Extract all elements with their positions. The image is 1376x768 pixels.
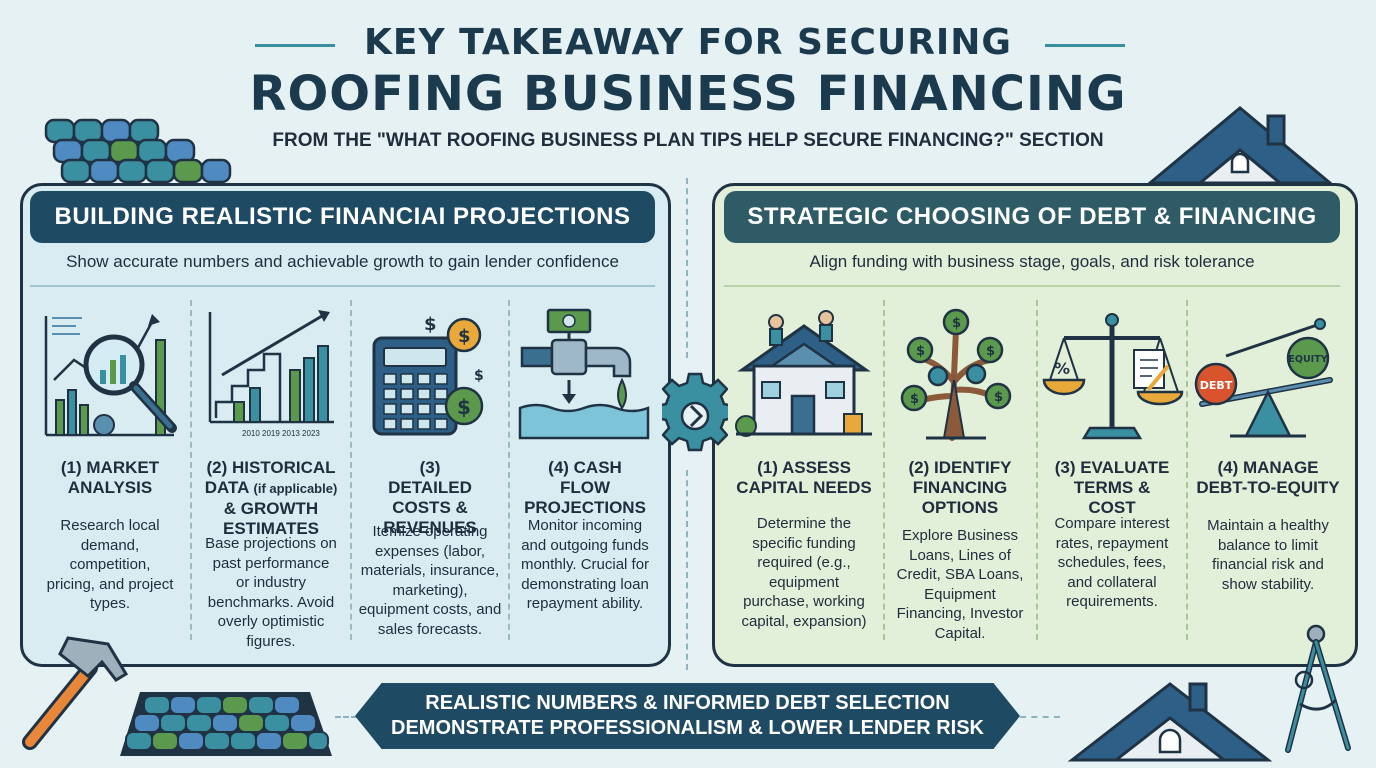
left-item-cash-flow: (4) CASH FLOW PROJECTIONS Monitor incomi… xyxy=(512,300,658,645)
heading-part: & GROWTH xyxy=(223,499,319,518)
heading-part: ESTIMATES xyxy=(222,519,320,538)
roof-shingles-illustration xyxy=(44,118,232,184)
item-heading: (3) EVALUATE TERMS & COST xyxy=(1054,458,1170,517)
left-item-historical-data: 2010 2019 2013 2023 (2) HISTORICAL DATA … xyxy=(194,300,348,650)
heading-part: DATA xyxy=(204,478,249,497)
title-line-2: ROOFING BUSINESS FINANCING xyxy=(249,66,1127,122)
debt-label: DEBT xyxy=(1200,379,1233,392)
equity-label: EQUITY xyxy=(1288,354,1327,365)
bottom-dash-left xyxy=(335,716,357,718)
left-panel-banner: BUILDING REALISTIC FINANCIAI PROJECTIONS xyxy=(30,191,655,243)
bottom-line-2: DEMONSTRATE PROFESSIONALISM & LOWER LEND… xyxy=(391,717,984,739)
right-panel-intro: Align funding with business stage, goals… xyxy=(809,252,1255,271)
title-line-1: KEY TAKEAWAY FOR SECURING xyxy=(364,22,1012,63)
money-tree-icon: $ $ $ $ $ xyxy=(900,308,1012,441)
item-description: Monitor incoming and outgoing funds mont… xyxy=(520,517,650,612)
item-description: Explore Business Loans, Lines of Credit,… xyxy=(896,527,1024,642)
house-roofers-icon xyxy=(735,310,872,437)
roof-shingles-illustration xyxy=(120,692,332,756)
center-divider xyxy=(686,470,688,670)
right-item-identify-options: $ $ $ $ $ (2) IDENTIFY FINANCING OPTIONS… xyxy=(886,300,1034,645)
house-illustration-bottom xyxy=(1067,682,1273,762)
column-divider xyxy=(1186,300,1188,640)
dollar-symbol: $ xyxy=(424,314,437,335)
dollar-symbol: $ xyxy=(458,326,471,347)
left-item-detailed-costs: $ $ $ $ (3) DETAILED COSTS & REVENUES It… xyxy=(354,300,506,645)
years-axis-label: 2010 2019 2013 2023 xyxy=(242,429,320,438)
growth-stairs-chart-icon: 2010 2019 2013 2023 xyxy=(208,310,334,438)
center-divider xyxy=(686,178,688,358)
item-heading: (4) CASH FLOW PROJECTIONS xyxy=(524,458,646,517)
column-divider xyxy=(883,300,885,640)
market-analysis-magnifier-icon xyxy=(44,314,177,437)
item-heading: (3) DETAILED COSTS & REVENUES xyxy=(383,458,477,537)
heading-part: DATA (if applicable) xyxy=(194,478,348,499)
column-divider xyxy=(508,300,510,640)
heading-part: (if applicable) xyxy=(253,481,338,496)
dollar-symbol: $ xyxy=(474,368,484,384)
item-description: Determine the specific funding required … xyxy=(741,515,867,630)
house-illustration-top xyxy=(1145,106,1335,185)
bottom-line-1: REALISTIC NUMBERS & INFORMED DEBT SELECT… xyxy=(425,692,950,714)
gear-icon xyxy=(662,372,728,452)
item-heading: (2) IDENTIFY FINANCING OPTIONS xyxy=(908,458,1012,517)
calculator-coins-icon: $ $ $ $ xyxy=(372,314,484,436)
title-deco-line-right xyxy=(1045,44,1125,47)
item-heading: (2) HISTORICAL DATA (if applicable) & GR… xyxy=(194,458,348,539)
dollar-symbol: $ xyxy=(952,316,961,331)
subtitle: FROM THE "WHAT ROOFING BUSINESS PLAN TIP… xyxy=(272,130,1104,151)
right-panel-rule xyxy=(724,285,1340,287)
item-heading: (4) MANAGE DEBT-TO-EQUITY xyxy=(1196,458,1340,497)
right-item-evaluate-terms: % (3) EVALUATE TERMS & COST Compare inte… xyxy=(1040,300,1184,645)
dollar-symbol: $ xyxy=(994,390,1003,405)
cash-flow-faucet-icon xyxy=(518,308,650,440)
item-description: Compare interest rates, repayment schedu… xyxy=(1054,515,1170,610)
dollar-symbol: $ xyxy=(916,344,925,359)
percent-symbol: % xyxy=(1054,359,1070,378)
item-description: Research local demand, competition, pric… xyxy=(46,517,174,612)
right-panel-banner: STRATEGIC CHOOSING OF DEBT & FINANCING xyxy=(724,191,1340,243)
left-item-market-analysis: (1) MARKET ANALYSIS Research local deman… xyxy=(34,300,186,645)
bottom-dash-right xyxy=(1020,716,1060,718)
item-description: Base projections on past performance or … xyxy=(205,535,337,650)
column-divider xyxy=(190,300,192,640)
item-heading: (1) MARKET ANALYSIS xyxy=(60,458,160,497)
column-divider xyxy=(1036,300,1038,640)
dollar-symbol: $ xyxy=(910,392,919,407)
column-divider xyxy=(350,300,352,640)
drafting-compass-icon xyxy=(1285,624,1351,753)
right-item-manage-debt-equity: DEBT EQUITY (4) MANAGE DEBT-TO-EQUITY Ma… xyxy=(1190,300,1346,645)
balance-scale-document-icon: % xyxy=(1042,313,1184,440)
heading-part: (2) HISTORICAL xyxy=(206,458,336,477)
dollar-symbol: $ xyxy=(986,344,995,359)
right-item-assess-capital: (1) ASSESS CAPITAL NEEDS Determine the s… xyxy=(728,300,880,645)
hammer-icon xyxy=(22,636,129,750)
item-description: Itemize operating expenses (labor, mater… xyxy=(358,523,502,638)
dollar-symbol: $ xyxy=(457,395,471,419)
title-deco-line-left xyxy=(255,44,335,47)
item-description: Maintain a healthy balance to limit fina… xyxy=(1207,517,1329,593)
left-panel-intro: Show accurate numbers and achievable gro… xyxy=(66,252,619,271)
bottom-summary-banner: REALISTIC NUMBERS & INFORMED DEBT SELECT… xyxy=(355,683,1020,749)
item-heading: (1) ASSESS CAPITAL NEEDS xyxy=(736,458,872,497)
left-panel-rule xyxy=(30,285,655,287)
debt-equity-seesaw-icon: DEBT EQUITY xyxy=(1194,318,1333,438)
